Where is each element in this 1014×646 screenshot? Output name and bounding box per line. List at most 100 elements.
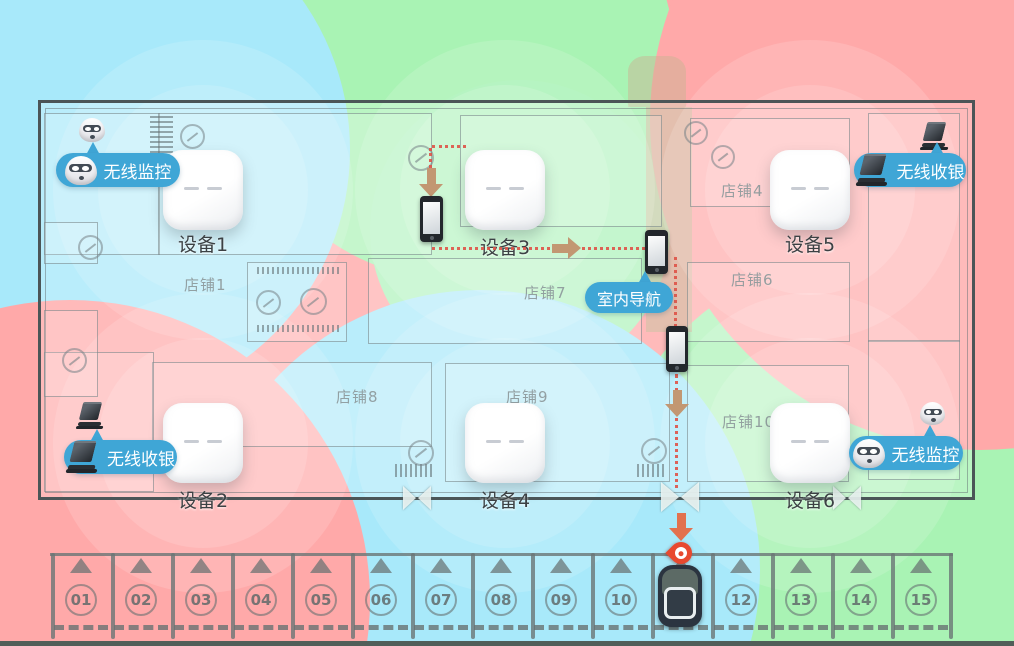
wireless-ap-device-2: [163, 403, 243, 483]
bubble-tail: [638, 271, 652, 284]
exit-arrow-down: [669, 513, 693, 541]
device-label: 设备2: [177, 490, 229, 512]
escalator-icon: [62, 348, 87, 373]
spot-dash-line: [534, 625, 588, 630]
wireless-ap-device-5: [770, 150, 850, 230]
parking-divider: [471, 553, 475, 639]
wireless-cashier-bubble: 无线收银: [854, 153, 966, 187]
indoor-nav-bubble: 室内导航: [585, 282, 673, 313]
parking-spot: 12: [714, 553, 768, 639]
parking-divider: [949, 553, 953, 639]
spot-dash-line: [54, 625, 108, 630]
spot-arrow-icon: [610, 558, 632, 573]
parking-top-line: [50, 553, 953, 556]
spot-arrow-icon: [250, 558, 272, 573]
parking-spot: 06: [354, 553, 408, 639]
spot-dash-line: [654, 625, 708, 630]
spot-number: 10: [605, 584, 637, 616]
route-segment: [432, 247, 556, 250]
room: [868, 113, 960, 342]
spot-arrow-icon: [190, 558, 212, 573]
spot-number: 05: [305, 584, 337, 616]
parking-divider: [291, 553, 295, 639]
pos-terminal-icon: [855, 154, 890, 186]
parking-spot: 05: [294, 553, 348, 639]
car-icon: [658, 565, 702, 627]
parking-spot: 15: [894, 553, 948, 639]
stair-strip: [637, 464, 665, 477]
shop-label: 店铺4: [721, 182, 764, 200]
shop-label: 店铺1: [184, 276, 227, 294]
route-arrow-down: [419, 168, 443, 197]
door-icon: [661, 482, 699, 512]
device-label: 设备4: [479, 490, 531, 512]
pos-terminal-icon: [75, 402, 105, 429]
route-arrow-right: [552, 237, 581, 259]
spot-arrow-icon: [850, 558, 872, 573]
bubble-label: 无线监控: [103, 162, 172, 183]
wireless-ap-device-4: [465, 403, 545, 483]
spot-arrow-icon: [130, 558, 152, 573]
dome-camera-icon: [852, 438, 885, 468]
shop-label: 店铺6: [731, 271, 774, 289]
spot-dash-line: [354, 625, 408, 630]
dome-camera-icon: [64, 155, 97, 185]
shop-label: 店铺7: [524, 284, 567, 302]
route-segment: [675, 418, 678, 488]
spot-dash-line: [414, 625, 468, 630]
road-edge: [0, 641, 1014, 646]
spot-number: 01: [65, 584, 97, 616]
parking-divider: [411, 553, 415, 639]
spot-arrow-icon: [910, 558, 932, 573]
route-segment: [432, 145, 466, 148]
escalator-icon: [408, 145, 434, 171]
shop-label: 店铺9: [506, 388, 549, 406]
parking-spot: 03: [174, 553, 228, 639]
parking-spot: 01: [54, 553, 108, 639]
wireless-monitor-bubble: 无线监控: [849, 436, 963, 470]
spot-arrow-icon: [430, 558, 452, 573]
parking-divider: [351, 553, 355, 639]
parking-spot: 07: [414, 553, 468, 639]
spot-arrow-icon: [310, 558, 332, 573]
parking-spot: 13: [774, 553, 828, 639]
bubble-label: 无线收银: [896, 162, 965, 183]
floorplan-inner-wall: [45, 108, 968, 493]
spot-number: 03: [185, 584, 217, 616]
device-label: 设备5: [784, 234, 836, 256]
spot-number: 04: [245, 584, 277, 616]
parking-spot: 02: [114, 553, 168, 639]
parking-divider: [531, 553, 535, 639]
parking-divider: [771, 553, 775, 639]
spot-number: 09: [545, 584, 577, 616]
spot-number: 15: [905, 584, 937, 616]
shop-label: 店铺8: [336, 388, 379, 406]
parking-spot: 04: [234, 553, 288, 639]
parking-spot: 09: [534, 553, 588, 639]
parking-divider: [891, 553, 895, 639]
smartphone-icon: [645, 230, 668, 274]
bubble-label: 室内导航: [596, 289, 661, 309]
parking-spot: 08: [474, 553, 528, 639]
wireless-monitor-bubble: 无线监控: [56, 153, 180, 187]
wireless-ap-device-6: [770, 403, 850, 483]
spot-arrow-icon: [490, 558, 512, 573]
spot-number: 08: [485, 584, 517, 616]
parking-spot: 14: [834, 553, 888, 639]
escalator-icon: [641, 438, 667, 464]
escalator-icon: [78, 235, 103, 260]
spot-number: 02: [125, 584, 157, 616]
bubble-tail: [923, 425, 937, 438]
dome-camera-icon: [79, 118, 105, 142]
spot-dash-line: [474, 625, 528, 630]
parking-divider: [171, 553, 175, 639]
parking-divider: [831, 553, 835, 639]
spot-dash-line: [294, 625, 348, 630]
pos-terminal-icon: [65, 441, 100, 473]
door-icon: [403, 486, 431, 510]
spot-arrow-icon: [370, 558, 392, 573]
wireless-ap-device-3: [465, 150, 545, 230]
stair-strip: [395, 464, 433, 477]
corridor-tint-top: [628, 56, 686, 107]
spot-dash-line: [114, 625, 168, 630]
